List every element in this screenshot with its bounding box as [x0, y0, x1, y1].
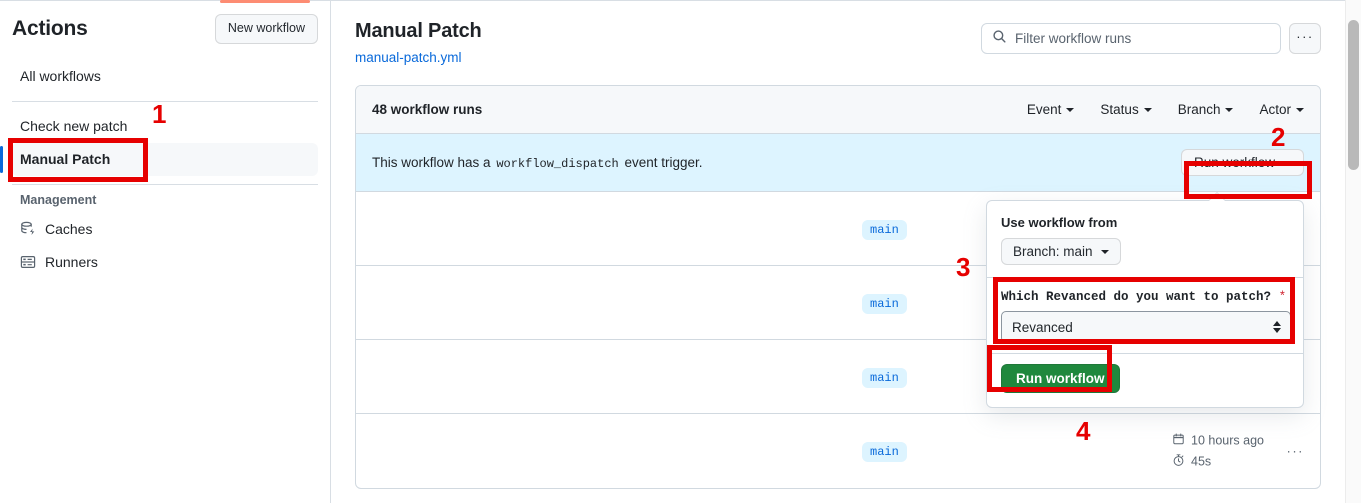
runs-count-label: 48 workflow runs [372, 102, 483, 117]
branch-badge[interactable]: main [862, 367, 907, 388]
page-scrollbar-track[interactable] [1345, 0, 1361, 503]
run-duration: 45s [1172, 454, 1211, 470]
sidebar-item-label: Check new patch [20, 118, 128, 134]
workflow-name: Manual Patch [355, 20, 482, 42]
dropdown-divider-2 [987, 353, 1303, 354]
sidebar-item-caches[interactable]: Caches [12, 213, 318, 246]
table-row[interactable]: main [356, 192, 1320, 266]
sidebar-header: Actions New workflow [12, 4, 318, 60]
branch-select-button[interactable]: Branch: main [1001, 238, 1121, 265]
workflow-input-label: Which Revanced do you want to patch? * [1001, 290, 1289, 304]
filter-label: Actor [1259, 102, 1291, 117]
calendar-icon [1172, 433, 1185, 449]
workflow-file-link[interactable]: manual-patch.yml [355, 50, 462, 65]
row-more-options-button[interactable]: ··· [1286, 443, 1304, 459]
cache-icon [20, 221, 36, 237]
sidebar-divider-1 [12, 100, 318, 102]
branch-badge[interactable]: main [862, 219, 907, 240]
header-actions: Filter workflow runs ··· [981, 18, 1321, 54]
runs-filters: Event Status Branch Actor [1027, 102, 1304, 117]
sidebar-item-manual-patch[interactable]: Manual Patch [0, 142, 318, 176]
select-arrows-icon [1273, 321, 1281, 333]
filter-label: Branch [1177, 102, 1221, 117]
run-timestamp-text: 10 hours ago [1191, 433, 1264, 448]
sidebar-item-check-new-patch[interactable]: Check new patch [12, 110, 318, 143]
chevron-down-icon [1143, 107, 1152, 112]
search-placeholder-text: Filter workflow runs [1015, 31, 1132, 46]
sidebar-item-label: All workflows [20, 68, 101, 84]
sidebar-item-label: Manual Patch [20, 151, 111, 167]
workflow-input-question: Which Revanced do you want to patch? [1001, 290, 1272, 304]
chevron-down-icon [1100, 249, 1109, 254]
run-workflow-dropdown-panel: Use workflow from Branch: main Which Rev… [986, 200, 1304, 408]
table-row[interactable]: main [356, 266, 1320, 340]
revanced-select[interactable]: Revanced [1001, 311, 1291, 343]
workflow-runs-panel: 48 workflow runs Event Status Branch [355, 85, 1321, 489]
use-workflow-from-label: Use workflow from [1001, 215, 1118, 230]
run-workflow-submit-button[interactable]: Run workflow [1001, 364, 1120, 393]
chevron-down-icon [1283, 160, 1291, 165]
active-tab-underline [220, 0, 310, 3]
main-content: Manual Patch manual-patch.yml Filter wor… [331, 4, 1345, 503]
sidebar-section-management: Management [20, 192, 97, 207]
branch-select-label: Branch: main [1013, 244, 1093, 259]
top-tab-strip [0, 0, 1345, 4]
new-workflow-button[interactable]: New workflow [214, 14, 318, 44]
filter-status[interactable]: Status [1100, 102, 1152, 117]
filter-event[interactable]: Event [1027, 102, 1075, 117]
run-summary: main [372, 367, 1304, 388]
required-marker: * [1278, 290, 1287, 304]
workflow-header: Manual Patch manual-patch.yml Filter wor… [355, 4, 1321, 67]
annotation-number-4: 4 [1076, 416, 1091, 446]
filter-label: Status [1100, 102, 1139, 117]
dispatch-text-after: event trigger. [624, 154, 703, 170]
runs-toolbar: 48 workflow runs Event Status Branch [356, 86, 1320, 134]
dropdown-submit-section: Run workflow [987, 354, 1303, 407]
filter-actor[interactable]: Actor [1259, 102, 1304, 117]
branch-badge[interactable]: main [862, 293, 907, 314]
actions-sidebar: Actions New workflow All workflows Check… [0, 4, 330, 503]
revanced-select-value: Revanced [1012, 319, 1073, 335]
dispatch-text-before: This workflow has a [372, 154, 491, 170]
chevron-down-icon [1296, 107, 1304, 112]
chevron-down-icon [1066, 107, 1075, 112]
run-summary: main [372, 442, 1304, 462]
stopwatch-icon [1172, 454, 1185, 470]
run-timestamp: 10 hours ago [1172, 433, 1264, 449]
filter-label: Event [1026, 102, 1062, 117]
workflow-title-block: Manual Patch manual-patch.yml [355, 18, 482, 67]
workflow-input-section: Which Revanced do you want to patch? * R… [987, 278, 1303, 353]
sidebar-separator [330, 0, 331, 503]
branch-badge[interactable]: main [862, 442, 907, 462]
sidebar-divider-2 [12, 183, 318, 185]
page-scrollbar-thumb[interactable] [1348, 20, 1359, 170]
table-row[interactable]: main 10 hours ago [356, 414, 1320, 488]
sidebar-item-label: Runners [45, 254, 98, 270]
search-icon [992, 29, 1007, 49]
run-workflow-dropdown-button[interactable]: Run workflow [1180, 149, 1304, 176]
run-meta: 10 hours ago 45s [1172, 433, 1264, 470]
dispatch-banner-text: This workflow has a workflow_dispatch ev… [372, 155, 703, 171]
workflow-dispatch-banner: This workflow has a workflow_dispatch ev… [356, 134, 1320, 192]
annotation-number-1: 1 [152, 99, 167, 129]
dispatch-event-code: workflow_dispatch [496, 156, 619, 171]
run-summary: main [372, 219, 1304, 240]
use-workflow-from-section: Use workflow from Branch: main [987, 201, 1303, 277]
top-border-line [0, 0, 1345, 1]
run-duration-text: 45s [1191, 454, 1212, 469]
page-title: Actions [12, 16, 88, 40]
sidebar-item-runners[interactable]: Runners [12, 246, 318, 279]
chevron-down-icon [1225, 107, 1234, 112]
run-summary: main [372, 293, 1304, 314]
filter-branch[interactable]: Branch [1178, 102, 1234, 117]
more-options-button[interactable]: ··· [1289, 23, 1321, 54]
search-input[interactable]: Filter workflow runs [981, 23, 1281, 54]
annotation-number-3: 3 [956, 252, 971, 282]
annotation-number-2: 2 [1271, 122, 1286, 152]
run-workflow-button-label: Run workflow [1193, 155, 1275, 170]
runners-icon [20, 254, 36, 270]
sidebar-item-all-workflows[interactable]: All workflows [12, 60, 318, 93]
sidebar-item-label: Caches [45, 221, 93, 237]
